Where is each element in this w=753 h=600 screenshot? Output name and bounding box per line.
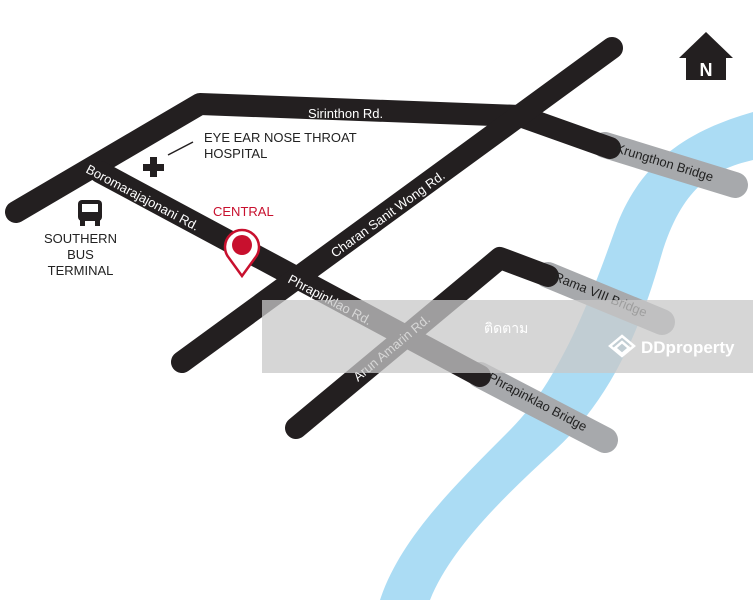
bus-icon [78,200,102,226]
watermark-band: ติดตาม DDproperty [262,300,753,373]
road-charan [171,37,623,373]
bus-label-line1: SOUTHERN BUS [44,231,117,262]
road-sirinthon [5,93,621,223]
hospital-label: EYE EAR NOSE THROAT HOSPITAL [204,130,357,162]
hospital-icon [143,157,164,177]
bridge-krungthon [592,132,748,198]
central-location-pin[interactable] [223,228,261,279]
label-boromarajajonani: Boromarajajonani Rd. [84,161,202,233]
label-charan: Charan Sanit Wong Rd. [328,168,448,261]
north-arrow-icon: N [679,32,733,80]
hospital-label-line1: EYE EAR NOSE THROAT [204,130,357,145]
bridge-phrapinklao [467,362,618,453]
central-label: CENTRAL [213,204,274,219]
label-sirinthon: Sirinthon Rd. [308,106,383,121]
hospital-pointer [167,141,194,156]
bus-terminal-label: SOUTHERN BUS TERMINAL [33,231,128,279]
ddproperty-logo: DDproperty [607,334,735,362]
north-label: N [700,60,713,80]
watermark-brand: DDproperty [641,338,735,357]
ddproperty-logo-icon [608,334,636,358]
bus-label-line2: TERMINAL [47,263,114,278]
hospital-label-line2: HOSPITAL [204,146,268,161]
watermark-thai: ติดตาม [484,320,529,336]
